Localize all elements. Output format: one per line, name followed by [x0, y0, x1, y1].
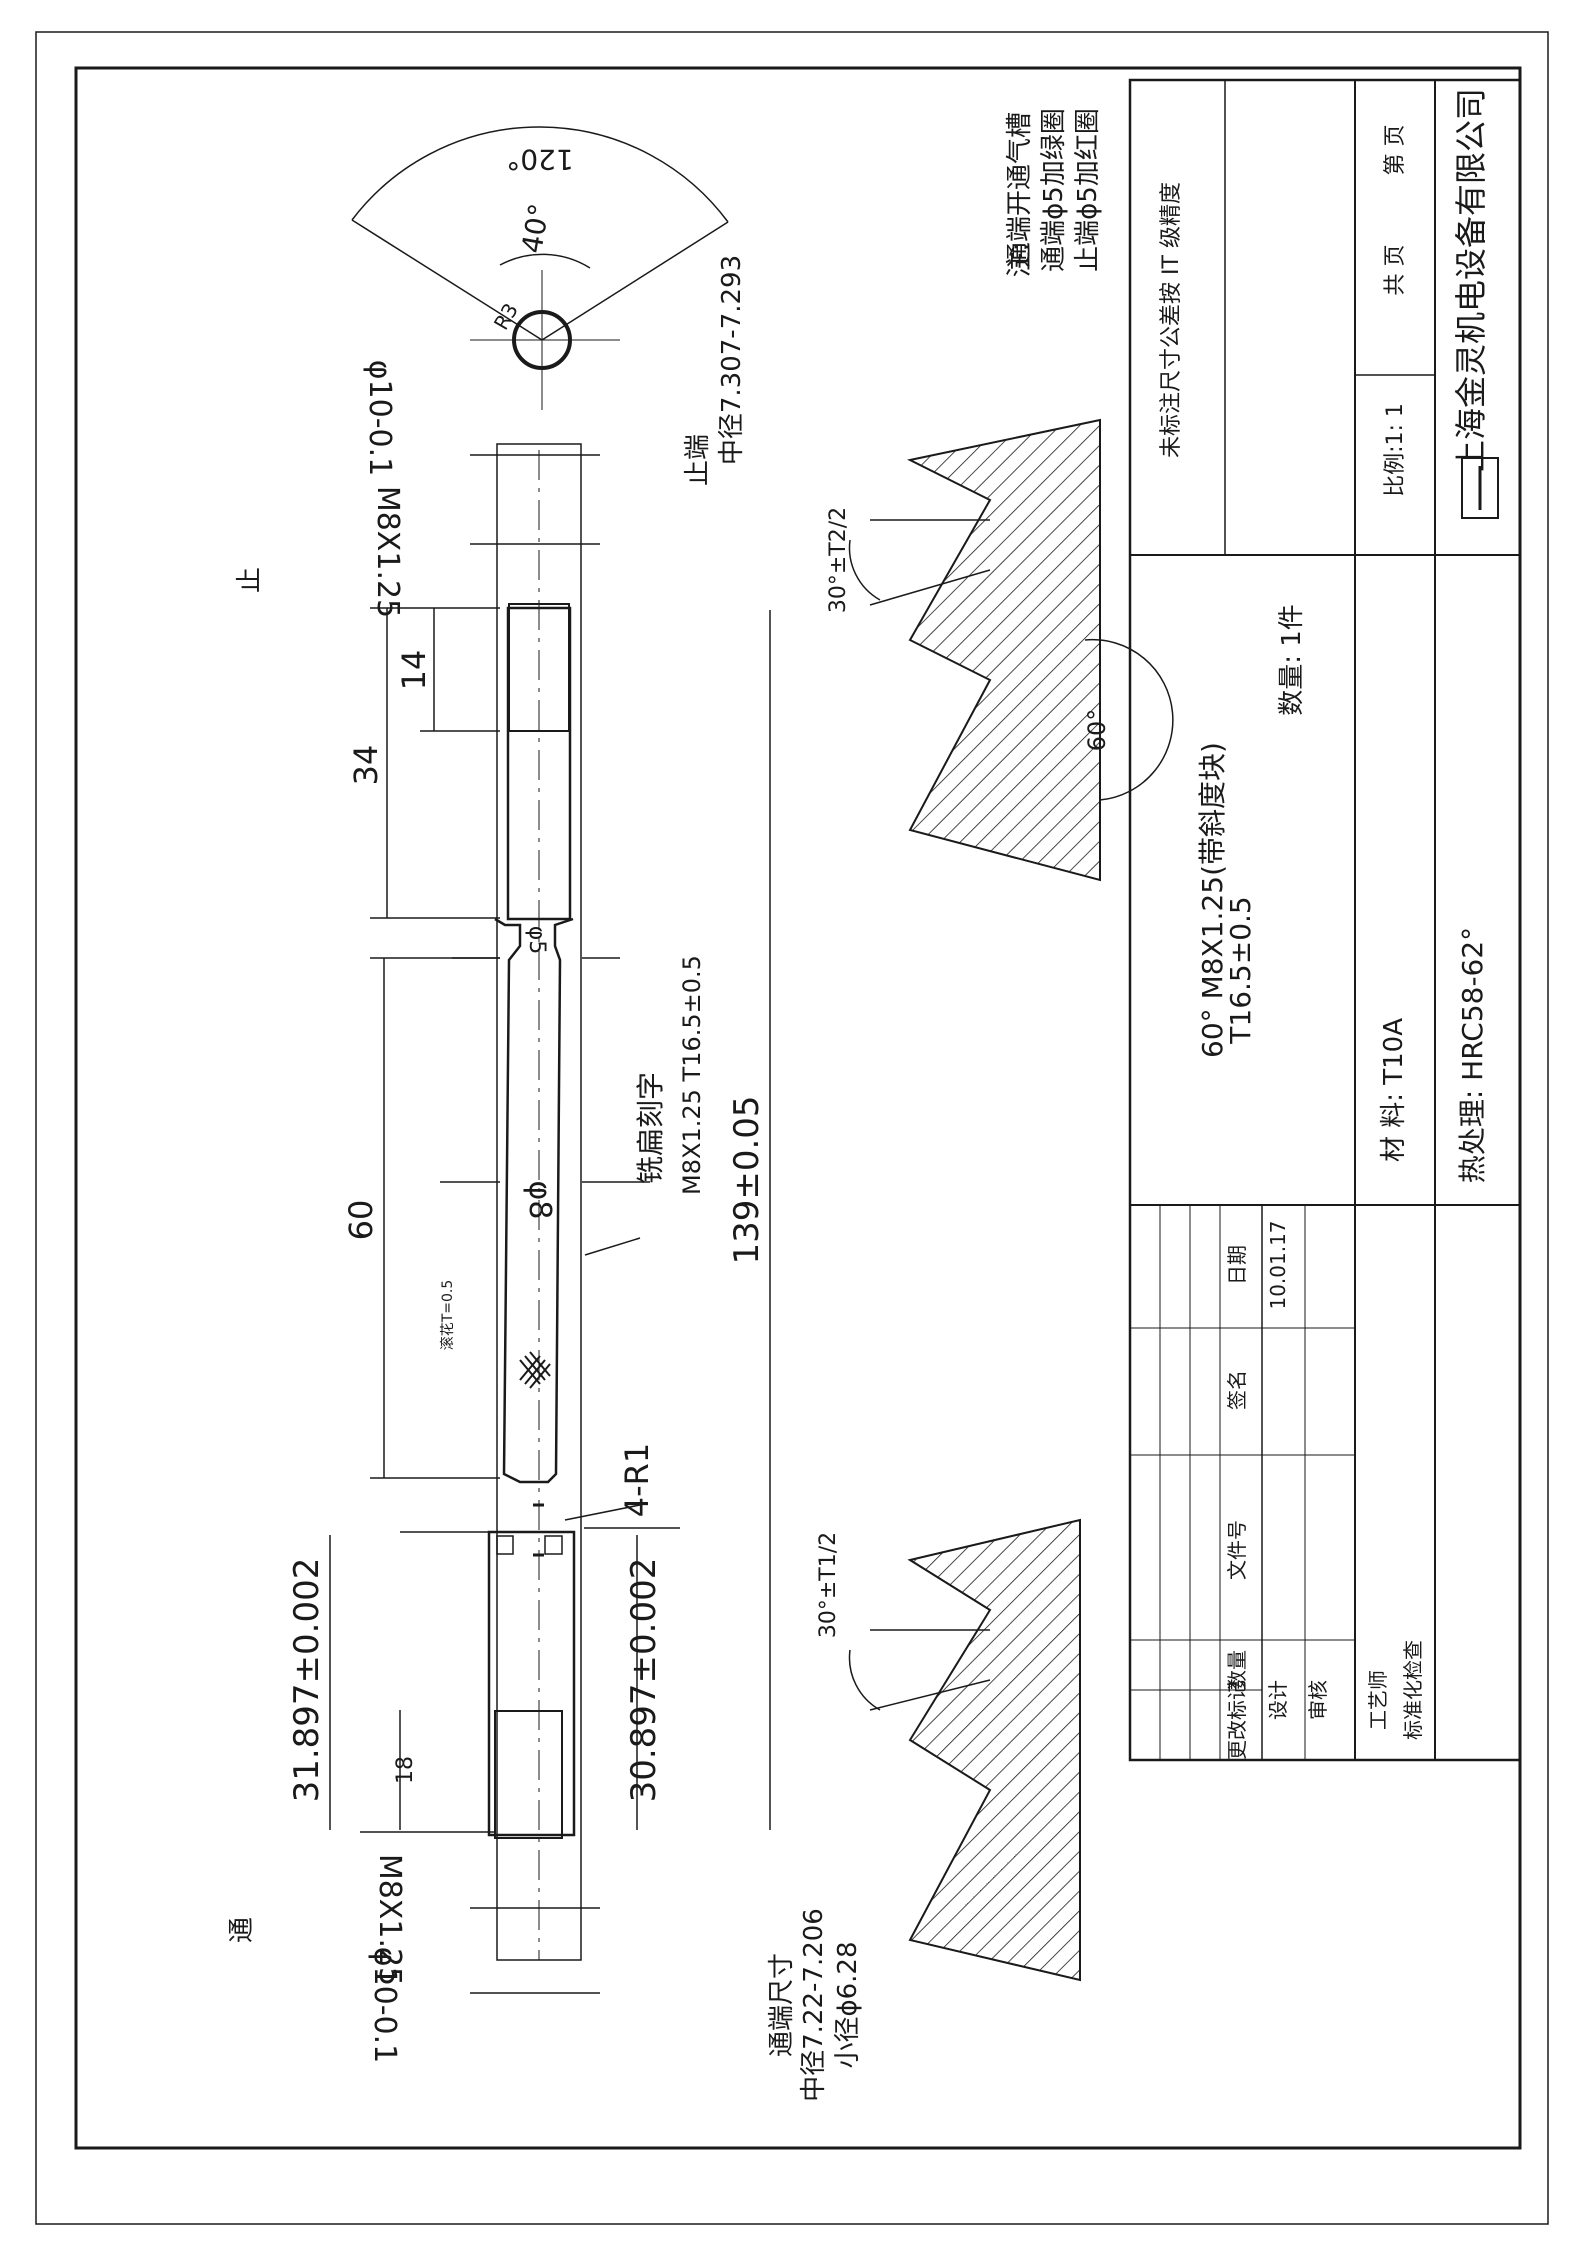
outer-frame — [35, 31, 1549, 2225]
relief-right — [544, 1535, 563, 1555]
notes-line-3: 止端ϕ5加红圈 — [1073, 108, 1103, 272]
knurl-note: 滚花T=0.5 — [439, 1280, 456, 1351]
scale: 比例:1: 1 — [1383, 403, 1408, 497]
quantity: 数量: 1件 — [1277, 604, 1307, 716]
end-view-ray-right — [541, 221, 729, 341]
role-process: 工艺师 — [1366, 1670, 1390, 1730]
part-name: 60° M8X1.25(带斜度块) — [1196, 742, 1229, 1058]
part-spec: T16.5±0.5 — [1224, 896, 1257, 1044]
dimension-lines — [329, 454, 771, 1994]
mill-text: M8X1.25 T16.5±0.5 — [678, 955, 706, 1195]
go-note-2: 中径7.22-7.206 — [799, 1908, 829, 2102]
dim-phi8: φ8 — [522, 1181, 557, 1220]
notes-line-2: 通端ϕ5加绿圈 — [1039, 108, 1069, 272]
dim-34: 34 — [347, 745, 385, 786]
role-review: 审核 — [1306, 1680, 1330, 1720]
rev-header-sign: 签名 — [1225, 1370, 1249, 1410]
dim-phi5: φ5 — [524, 926, 549, 955]
plug-gauge — [487, 443, 582, 1961]
go-thread-dim: M8X1.25 — [372, 1854, 407, 1986]
heat-treatment: 热处理: HRC58-62° — [1456, 927, 1489, 1183]
thread-profile-go: 30°±T1/2 — [816, 1518, 1081, 1982]
nogo-end-label: 止 — [235, 567, 265, 593]
notes-prefix: 注: — [1005, 243, 1035, 278]
nogo-thread-dim: M8X1.25 — [370, 486, 405, 618]
dim-total: 139±0.05 — [727, 1095, 767, 1264]
go-note-1: 通端尺寸 — [767, 1953, 797, 2057]
dim-60: 60 — [342, 1200, 380, 1241]
go-end-body — [487, 1530, 576, 1837]
go-end-label: 通 — [227, 1917, 257, 1943]
mill-label: 铣扁刻字 — [634, 1072, 667, 1184]
relief-left — [496, 1535, 514, 1555]
angle-40: 40° — [515, 201, 556, 256]
rev-header-doc: 文件号 — [1225, 1520, 1249, 1580]
company-logo-box — [1461, 457, 1499, 519]
total-pages: 共 页 — [1383, 245, 1408, 296]
end-view-40-arc — [499, 253, 591, 269]
thread-profile-nogo: 30°±T2/2 60° — [826, 418, 1174, 882]
end-view: 120° 40° R3 — [351, 126, 729, 410]
notes-line-1: 通端开通气槽 — [1005, 112, 1035, 268]
role-standard: 标准化检查 — [1401, 1640, 1425, 1740]
notes: 注: 通端开通气槽 通端ϕ5加绿圈 止端ϕ5加红圈 — [1005, 108, 1103, 277]
inner-frame — [74, 66, 1522, 2150]
nogo-note-2: 中径7.307-7.293 — [717, 255, 747, 465]
rev-header-qty: 数量 — [1225, 1650, 1249, 1690]
rev-header-mark: 更改标记 — [1225, 1680, 1249, 1760]
angle-120: 120° — [506, 143, 573, 176]
rev-header-date: 日期 — [1225, 1245, 1249, 1285]
go-angle: 30°±T1/2 — [816, 1532, 841, 1638]
nogo-note: 止端 中径7.307-7.293 — [683, 255, 747, 486]
material: 材 料: T10A — [1379, 1018, 1409, 1162]
go-note-3: 小径ϕ6.28 — [833, 1941, 863, 2068]
dim-14: 14 — [395, 650, 433, 691]
dim-r1: 4-R1 — [618, 1443, 656, 1518]
rev-date: 10.01.17 — [1266, 1220, 1290, 1309]
dim-18: 18 — [393, 1756, 418, 1784]
dim-30897: 30.897±0.002 — [624, 1558, 664, 1803]
go-thread — [494, 1710, 563, 1839]
nogo-od-dim: φ10-0.1 — [362, 360, 397, 477]
end-view-120-arc — [351, 126, 729, 223]
end-view-ray-left — [351, 219, 543, 341]
knurl-icon — [519, 1351, 551, 1389]
title-block: 未标注尺寸公差按 IT 级精度 60° M8X1.25(带斜度块) T16.5±… — [1128, 78, 1522, 1762]
tolerance-note: 未标注尺寸公差按 IT 级精度 — [1159, 182, 1184, 458]
nogo-angle: 30°±T2/2 — [826, 507, 851, 613]
role-design: 设计 — [1266, 1680, 1290, 1720]
go-od-dim: φ10-0.1 — [367, 1947, 402, 2064]
handle-outline — [494, 917, 574, 1484]
angle-60: 60° — [1083, 709, 1111, 752]
go-note: 通端尺寸 中径7.22-7.206 小径ϕ6.28 — [767, 1908, 863, 2102]
dim-31897: 31.897±0.002 — [287, 1558, 327, 1803]
page-number: 第 页 — [1383, 125, 1408, 176]
nogo-note-1: 止端 — [683, 434, 713, 486]
company-name: 上海金灵机电设备有限公司 — [1452, 88, 1490, 472]
